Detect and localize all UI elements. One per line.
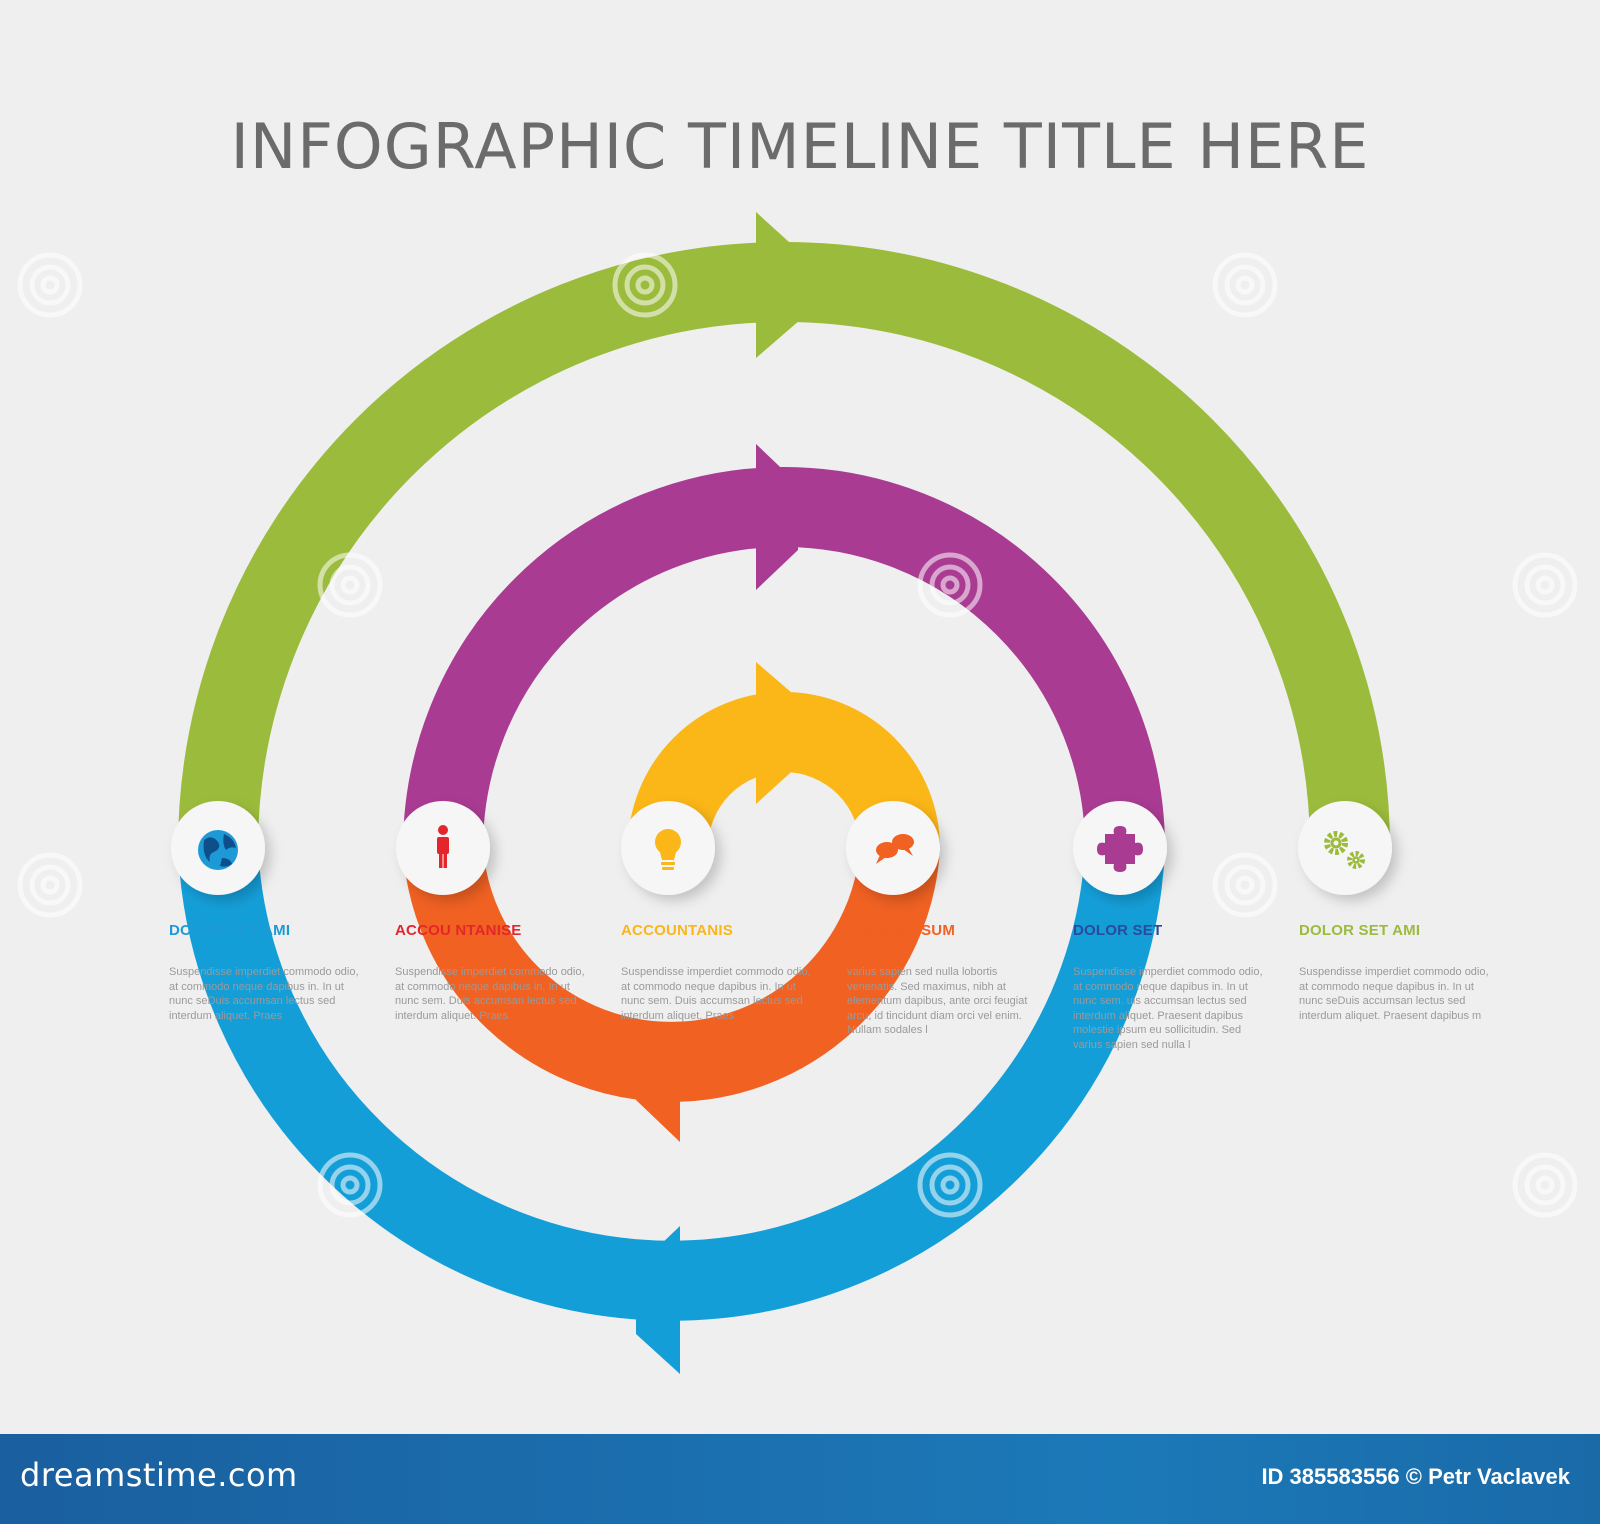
spiral-logo-icon: [17, 852, 83, 918]
green-arrow-notch: [756, 212, 776, 358]
step-description: Suspendisse imperdiet commodo odio, at c…: [169, 966, 359, 1022]
spiral-logo-icon: [1212, 252, 1278, 318]
spiral-logo-icon: [1212, 852, 1278, 918]
step-label: DOLOR SET AMI: [169, 922, 291, 939]
step-description: Suspendisse imperdiet commodo odio, at c…: [621, 966, 811, 1022]
puzzle-icon: [1097, 826, 1143, 872]
step-label: ACCOUNTANIS: [621, 922, 733, 939]
spiral-logo-icon: [917, 1152, 983, 1218]
step-label: ACCOU NTANISE: [395, 922, 522, 939]
step-label: LOREM IPSUM: [847, 922, 956, 939]
spiral-logo-icon: [1512, 552, 1578, 618]
step-label: DOLOR SET AMI: [1299, 922, 1421, 939]
brand-logo-text[interactable]: dreamstime.com: [20, 1456, 298, 1494]
step-4: LOREM IPSUM varius sapien sed nulla lobo…: [847, 922, 1037, 1038]
globe-icon: [198, 830, 238, 870]
step-1: DOLOR SET AMI Suspendisse imperdiet comm…: [169, 922, 359, 1023]
image-credit: ID 385583556 © Petr Vaclavek: [1261, 1464, 1570, 1489]
step-5: DOLOR SET Suspendisse imperdiet commodo …: [1073, 922, 1263, 1052]
step-6: DOLOR SET AMI Suspendisse imperdiet comm…: [1299, 922, 1489, 1023]
purple-arrow-head: [756, 444, 798, 590]
orange-arrow-head: [636, 1030, 680, 1142]
page-title: INFOGRAPHIC TIMELINE TITLE HERE: [230, 110, 1370, 183]
person-icon: [437, 825, 449, 868]
spiral-logo-icon: [1512, 1152, 1578, 1218]
node-gears: [1298, 801, 1392, 895]
blue-arrow-head: [636, 1226, 680, 1374]
step-description: Suspendisse imperdiet commodo odio, at c…: [1073, 966, 1263, 1051]
step-description: varius sapien sed nulla lobortis venenat…: [847, 966, 1028, 1036]
spiral-logo-icon: [317, 1152, 383, 1218]
yellow-arrow-head: [756, 662, 800, 804]
step-label: DOLOR SET: [1073, 922, 1163, 939]
step-3: ACCOUNTANIS Suspendisse imperdiet commod…: [621, 922, 811, 1023]
footer-bar: dreamstime.com ID 385583556 © Petr Vacla…: [0, 1434, 1600, 1524]
chat-bubbles-icon: [876, 834, 914, 864]
step-description: Suspendisse imperdiet commodo odio, at c…: [1299, 966, 1489, 1022]
spiral-logo-icon: [17, 252, 83, 318]
step-description: Suspendisse imperdiet commodo odio, at c…: [395, 966, 585, 1022]
step-2: ACCOU NTANISE Suspendisse imperdiet comm…: [395, 922, 585, 1023]
spiral-diagram: [171, 212, 1392, 1374]
lightbulb-icon: [655, 829, 681, 870]
spiral-logo-icon: [612, 252, 678, 318]
spiral-logo-icon: [317, 552, 383, 618]
gears-icon: [1324, 831, 1365, 869]
spiral-logo-icon: [917, 552, 983, 618]
